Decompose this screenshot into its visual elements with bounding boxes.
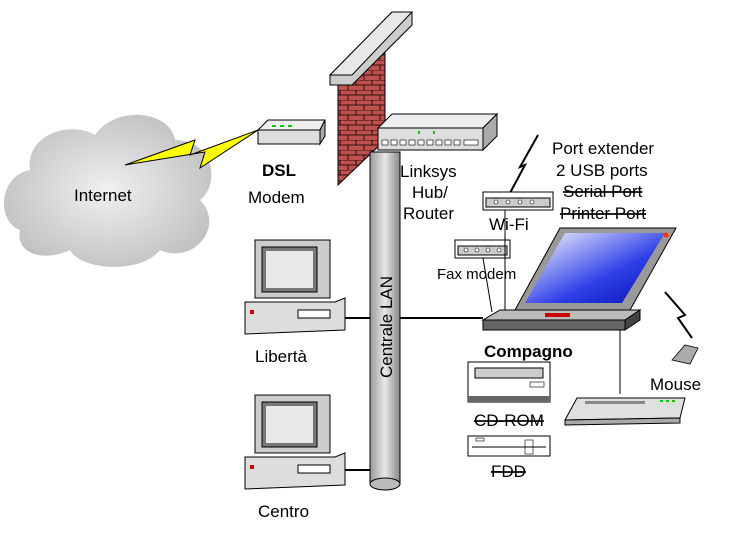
compagno-label: Compagno — [484, 342, 573, 361]
laptop-compagno — [481, 227, 677, 331]
linksys-label-2: Hub/ — [412, 183, 448, 202]
pc-centro — [244, 394, 346, 490]
fdd-label: FDD — [491, 462, 526, 481]
fax-modem-label: Fax modem — [437, 266, 516, 283]
port-extender-label: Port extender — [552, 139, 654, 158]
dsl-modem-device — [256, 119, 326, 146]
linksys-label-3: Router — [403, 204, 454, 223]
linksys-label-1: Linksys — [400, 162, 457, 181]
fdd-device — [467, 435, 551, 457]
dsl-label: DSL — [262, 161, 296, 180]
usb-ports-label: 2 USB ports — [556, 161, 648, 180]
lan-label: Centrale LAN — [377, 276, 396, 378]
fax-modem-device — [454, 239, 511, 259]
centro-label: Centro — [258, 502, 309, 521]
pc-liberta — [244, 239, 346, 335]
mouse-signal-icon — [664, 291, 693, 339]
internet-label: Internet — [74, 186, 132, 205]
modem-label: Modem — [248, 188, 305, 207]
keyboard-device — [564, 397, 686, 426]
liberta-label: Libertà — [255, 347, 308, 366]
wifi-device — [482, 191, 554, 211]
serial-port-label: Serial Port — [563, 182, 643, 201]
cdrom-device — [467, 361, 551, 403]
hub-router-device — [376, 112, 499, 152]
mouse-label: Mouse — [650, 375, 701, 394]
cdrom-label: CD-ROM — [474, 411, 544, 430]
firewall-icon — [328, 11, 414, 187]
wifi-label: Wi-Fi — [489, 215, 529, 234]
printer-port-label: Printer Port — [560, 204, 646, 223]
mouse-device — [671, 344, 699, 365]
wifi-signal-icon — [509, 134, 539, 194]
